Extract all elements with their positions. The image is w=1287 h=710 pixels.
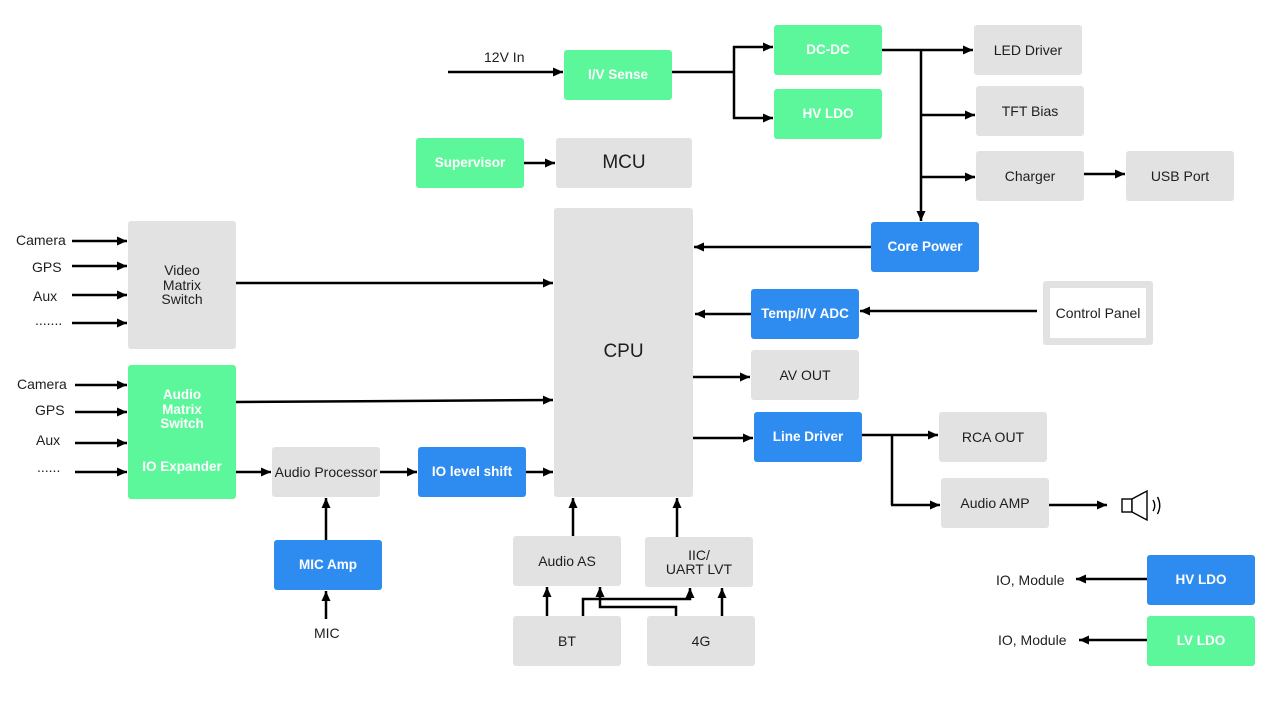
audio-amp-block: Audio AMP: [941, 478, 1049, 528]
iv-sense-block: I/V Sense: [564, 50, 672, 100]
arrow-4g-to-audio-as: [595, 587, 678, 616]
charger-block: Charger: [976, 151, 1084, 201]
bt-block: BT: [513, 616, 621, 666]
io-expander-label: IO Expander: [142, 459, 222, 474]
mic-label: MIC: [314, 625, 340, 641]
hv-ldo-bottom-block: HV LDO: [1147, 555, 1255, 605]
io-module-hv-label: IO, Module: [996, 572, 1065, 588]
line-driver-block: Line Driver: [754, 412, 862, 462]
hv-ldo-top-block: HV LDO: [774, 89, 882, 139]
arrow-bt-to-iic-uart: [581, 588, 695, 616]
power-in-label: 12V In: [484, 49, 525, 65]
tft-bias-block: TFT Bias: [976, 86, 1084, 136]
dc-dc-block: DC-DC: [774, 25, 882, 75]
video-input-gps-label: GPS: [32, 259, 62, 275]
led-driver-block: LED Driver: [974, 25, 1082, 75]
audio-input-aux-label: Aux: [36, 432, 61, 448]
video-input-camera-label: Camera: [16, 232, 66, 248]
control-panel-label: Control Panel: [1050, 288, 1146, 338]
arrow-audio-matrix-to-cpu: [235, 395, 554, 405]
usb-port-block: USB Port: [1126, 151, 1234, 201]
audio-matrix-switch-label: Audio Matrix Switch: [160, 387, 204, 431]
audio-input-gps-label: GPS: [35, 402, 65, 418]
rca-out-block: RCA OUT: [939, 412, 1047, 462]
lv-ldo-block: LV LDO: [1147, 616, 1255, 666]
mcu-block: MCU: [556, 138, 692, 188]
4g-block: 4G: [647, 616, 755, 666]
control-panel-block: Control Panel: [1043, 281, 1153, 345]
video-input-aux-label: Aux: [33, 288, 58, 304]
io-module-lv-label: IO, Module: [998, 632, 1067, 648]
temp-iv-adc-block: Temp/I/V ADC: [751, 289, 859, 339]
cpu-block: CPU: [554, 208, 693, 497]
speaker-icon: [1121, 489, 1161, 522]
video-matrix-switch-block: Video Matrix Switch: [128, 221, 236, 349]
io-level-shift-block: IO level shift: [418, 447, 526, 497]
video-input-more-label: .......: [35, 312, 63, 328]
core-power-block: Core Power: [871, 222, 979, 272]
iic-uart-lvt-block: IIC/ UART LVT: [645, 537, 753, 587]
mic-amp-block: MIC Amp: [274, 540, 382, 590]
audio-input-camera-label: Camera: [17, 376, 67, 392]
supervisor-block: Supervisor: [416, 138, 524, 188]
av-out-block: AV OUT: [751, 350, 859, 400]
audio-input-more-label: ......: [37, 459, 61, 475]
audio-matrix-switch-block: Audio Matrix Switch IO Expander: [128, 365, 236, 499]
audio-as-block: Audio AS: [513, 536, 621, 586]
audio-processor-block: Audio Processor: [272, 447, 380, 497]
